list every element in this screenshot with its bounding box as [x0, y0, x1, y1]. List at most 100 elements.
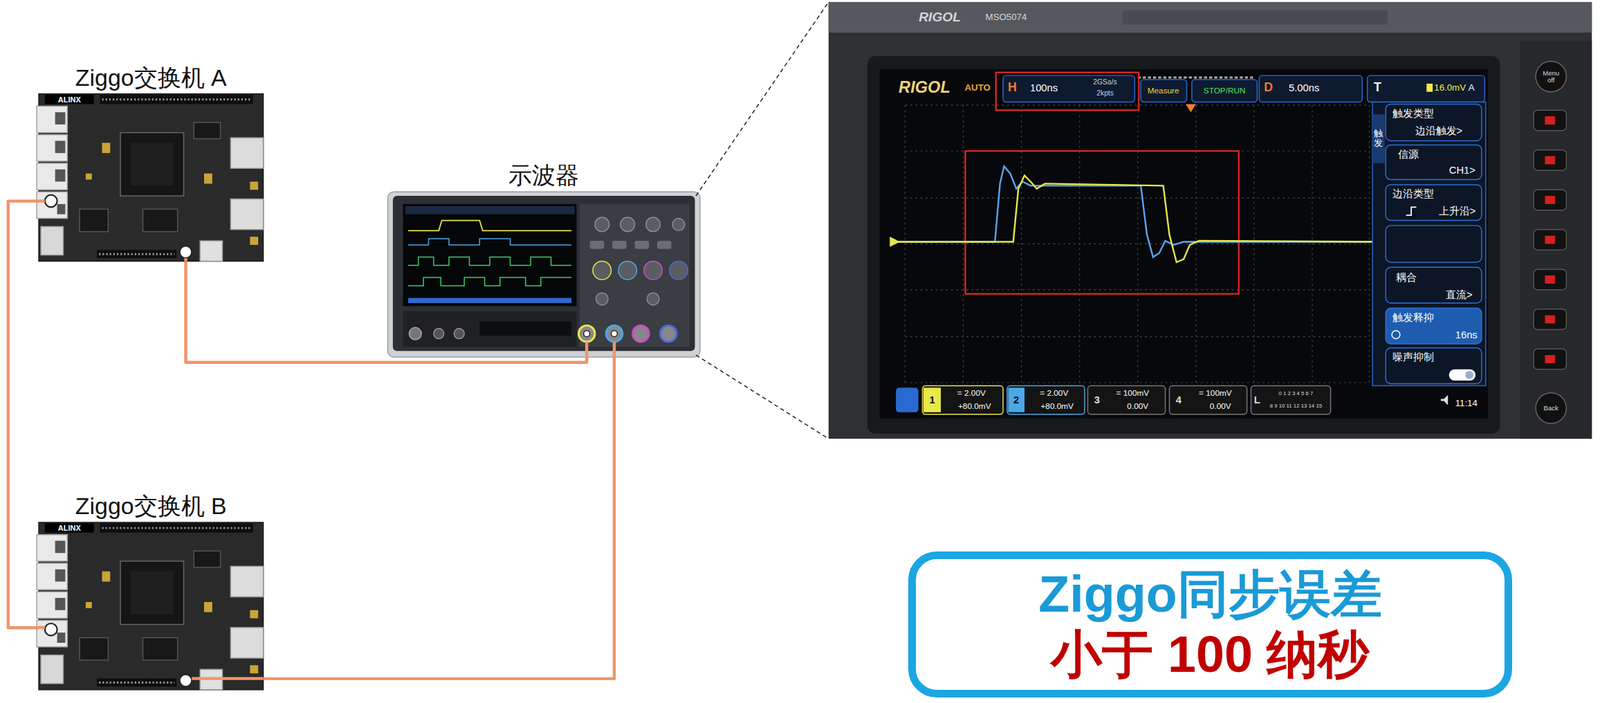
scope-screenshot — [923, 387, 941, 412]
oscilloscope-art — [388, 191, 701, 357]
channel-text: 0.00V — [1126, 401, 1149, 411]
zoom-line — [695, 354, 829, 439]
scope-screenshot — [1007, 385, 1085, 414]
scope-screenshot — [1533, 309, 1567, 330]
scope-screenshot — [1533, 229, 1567, 250]
menu-text: 触发释抑 — [1392, 311, 1434, 324]
scope-screenshot — [828, 2, 1592, 439]
cable-connector — [186, 261, 588, 363]
menu-text: 上升沿> — [1438, 205, 1477, 217]
status-text: 5.00ns — [1288, 82, 1320, 94]
clock-text: 11:14 — [1455, 397, 1478, 409]
zoom-line — [695, 2, 829, 439]
scope-screenshot — [904, 197, 1369, 198]
logic-text: 0 1 2 3 4 5 6 7 — [1278, 390, 1313, 398]
wire-stub — [38, 199, 45, 202]
oscilloscope-art — [632, 325, 650, 342]
oscilloscope-art — [409, 327, 422, 340]
scope-screenshot — [893, 166, 1383, 257]
scope-screenshot — [1385, 225, 1482, 263]
scope-screenshot — [1385, 184, 1482, 221]
scope-screenshot — [879, 69, 1488, 418]
channel-text: 0.00V — [1209, 401, 1232, 411]
status-text: A — [1468, 83, 1475, 94]
scope-screenshot — [1406, 206, 1417, 216]
scope-screenshot — [1533, 150, 1567, 171]
scope-screenshot — [1535, 60, 1567, 92]
scope-screenshot — [828, 2, 1592, 439]
scope-screenshot — [1426, 83, 1433, 93]
scope-screenshot — [1465, 370, 1474, 380]
oscilloscope-art — [605, 325, 623, 342]
scope-screenshot — [1137, 76, 1256, 79]
oscilloscope-art — [408, 298, 572, 303]
channel-number: 2 — [1013, 394, 1019, 406]
scope-screenshot — [1258, 75, 1363, 102]
oscilloscope-art — [612, 240, 627, 250]
channel-number: 4 — [1175, 394, 1182, 406]
scope-screenshot — [964, 150, 1239, 294]
status-text: T — [1373, 80, 1382, 95]
scope-screenshot — [1535, 392, 1567, 424]
scope-screenshot — [828, 2, 1592, 33]
oscilloscope-art — [453, 328, 465, 339]
oscilloscope-art — [646, 292, 660, 306]
device-label: Ziggo交换机 A — [75, 64, 227, 92]
wire-stub — [586, 341, 615, 357]
oscilloscope-art — [408, 238, 572, 245]
scope-screenshot — [1367, 75, 1486, 102]
callout-box: Ziggo同步误差小于 100 纳秒 — [908, 551, 1513, 698]
scope-screenshot — [1544, 354, 1556, 364]
oscilloscope-art — [592, 260, 612, 280]
oscilloscope-art — [594, 217, 610, 232]
status-text: 2kpts — [1096, 89, 1114, 97]
scope-screenshot — [1544, 156, 1556, 165]
scope-screenshot — [1251, 385, 1331, 414]
scope-screenshot — [1449, 369, 1476, 381]
scope-screenshot — [1372, 114, 1385, 164]
menu-text: 触发类型 — [1392, 107, 1434, 119]
oscilloscope-art — [669, 260, 689, 280]
status-text: 16.0mV — [1433, 83, 1466, 94]
status-text: 100ns — [1030, 82, 1058, 94]
switch-board-a — [36, 94, 263, 262]
oscilloscope-art — [611, 330, 618, 337]
scope-screenshot — [1440, 394, 1448, 406]
menu-tab: 触发 — [1373, 128, 1383, 149]
scope-screenshot — [1007, 387, 1025, 412]
oscilloscope-art — [408, 220, 572, 232]
oscilloscope-art — [646, 217, 661, 232]
wire-stub — [585, 341, 588, 357]
oscilloscope-art — [408, 277, 572, 286]
menu-text: 耦合 — [1395, 271, 1417, 283]
oscilloscope-art — [579, 204, 690, 347]
scope-screenshot — [1533, 348, 1567, 369]
scope-screenshot — [1003, 75, 1135, 102]
wire-stub — [612, 341, 616, 357]
wire-stub — [38, 626, 45, 629]
device-label: Ziggo交换机 B — [75, 492, 227, 520]
menu-text: CH1> — [1449, 164, 1476, 176]
scope-screenshot — [1021, 105, 1022, 383]
scope-screenshot — [1169, 385, 1247, 414]
scope-screenshot — [922, 385, 1004, 414]
switch-node: Ziggo交换机 A — [38, 94, 264, 262]
oscilloscope-art — [388, 191, 701, 357]
scope-screenshot — [904, 104, 1369, 106]
status-text: H — [1007, 80, 1017, 95]
scope-screenshot — [867, 56, 1501, 434]
channel-text: = 100mV — [1116, 388, 1150, 398]
menu-text: 噪声抑制 — [1392, 351, 1434, 363]
scope-screenshot — [1385, 267, 1482, 303]
channel-number: L — [1254, 394, 1261, 406]
oscilloscope-art — [408, 257, 572, 266]
status-text: 2GSa/s — [1092, 78, 1117, 86]
oscilloscope-art — [635, 240, 650, 250]
scope-screenshot — [1385, 307, 1482, 344]
scope-screenshot — [1087, 385, 1165, 414]
scope-screenshot — [1520, 40, 1592, 439]
wire-stub — [38, 200, 264, 678]
board-brand: ALINX — [58, 95, 81, 104]
screen-logo: RIGOL — [898, 78, 951, 97]
menu-text: 直流> — [1445, 289, 1473, 301]
